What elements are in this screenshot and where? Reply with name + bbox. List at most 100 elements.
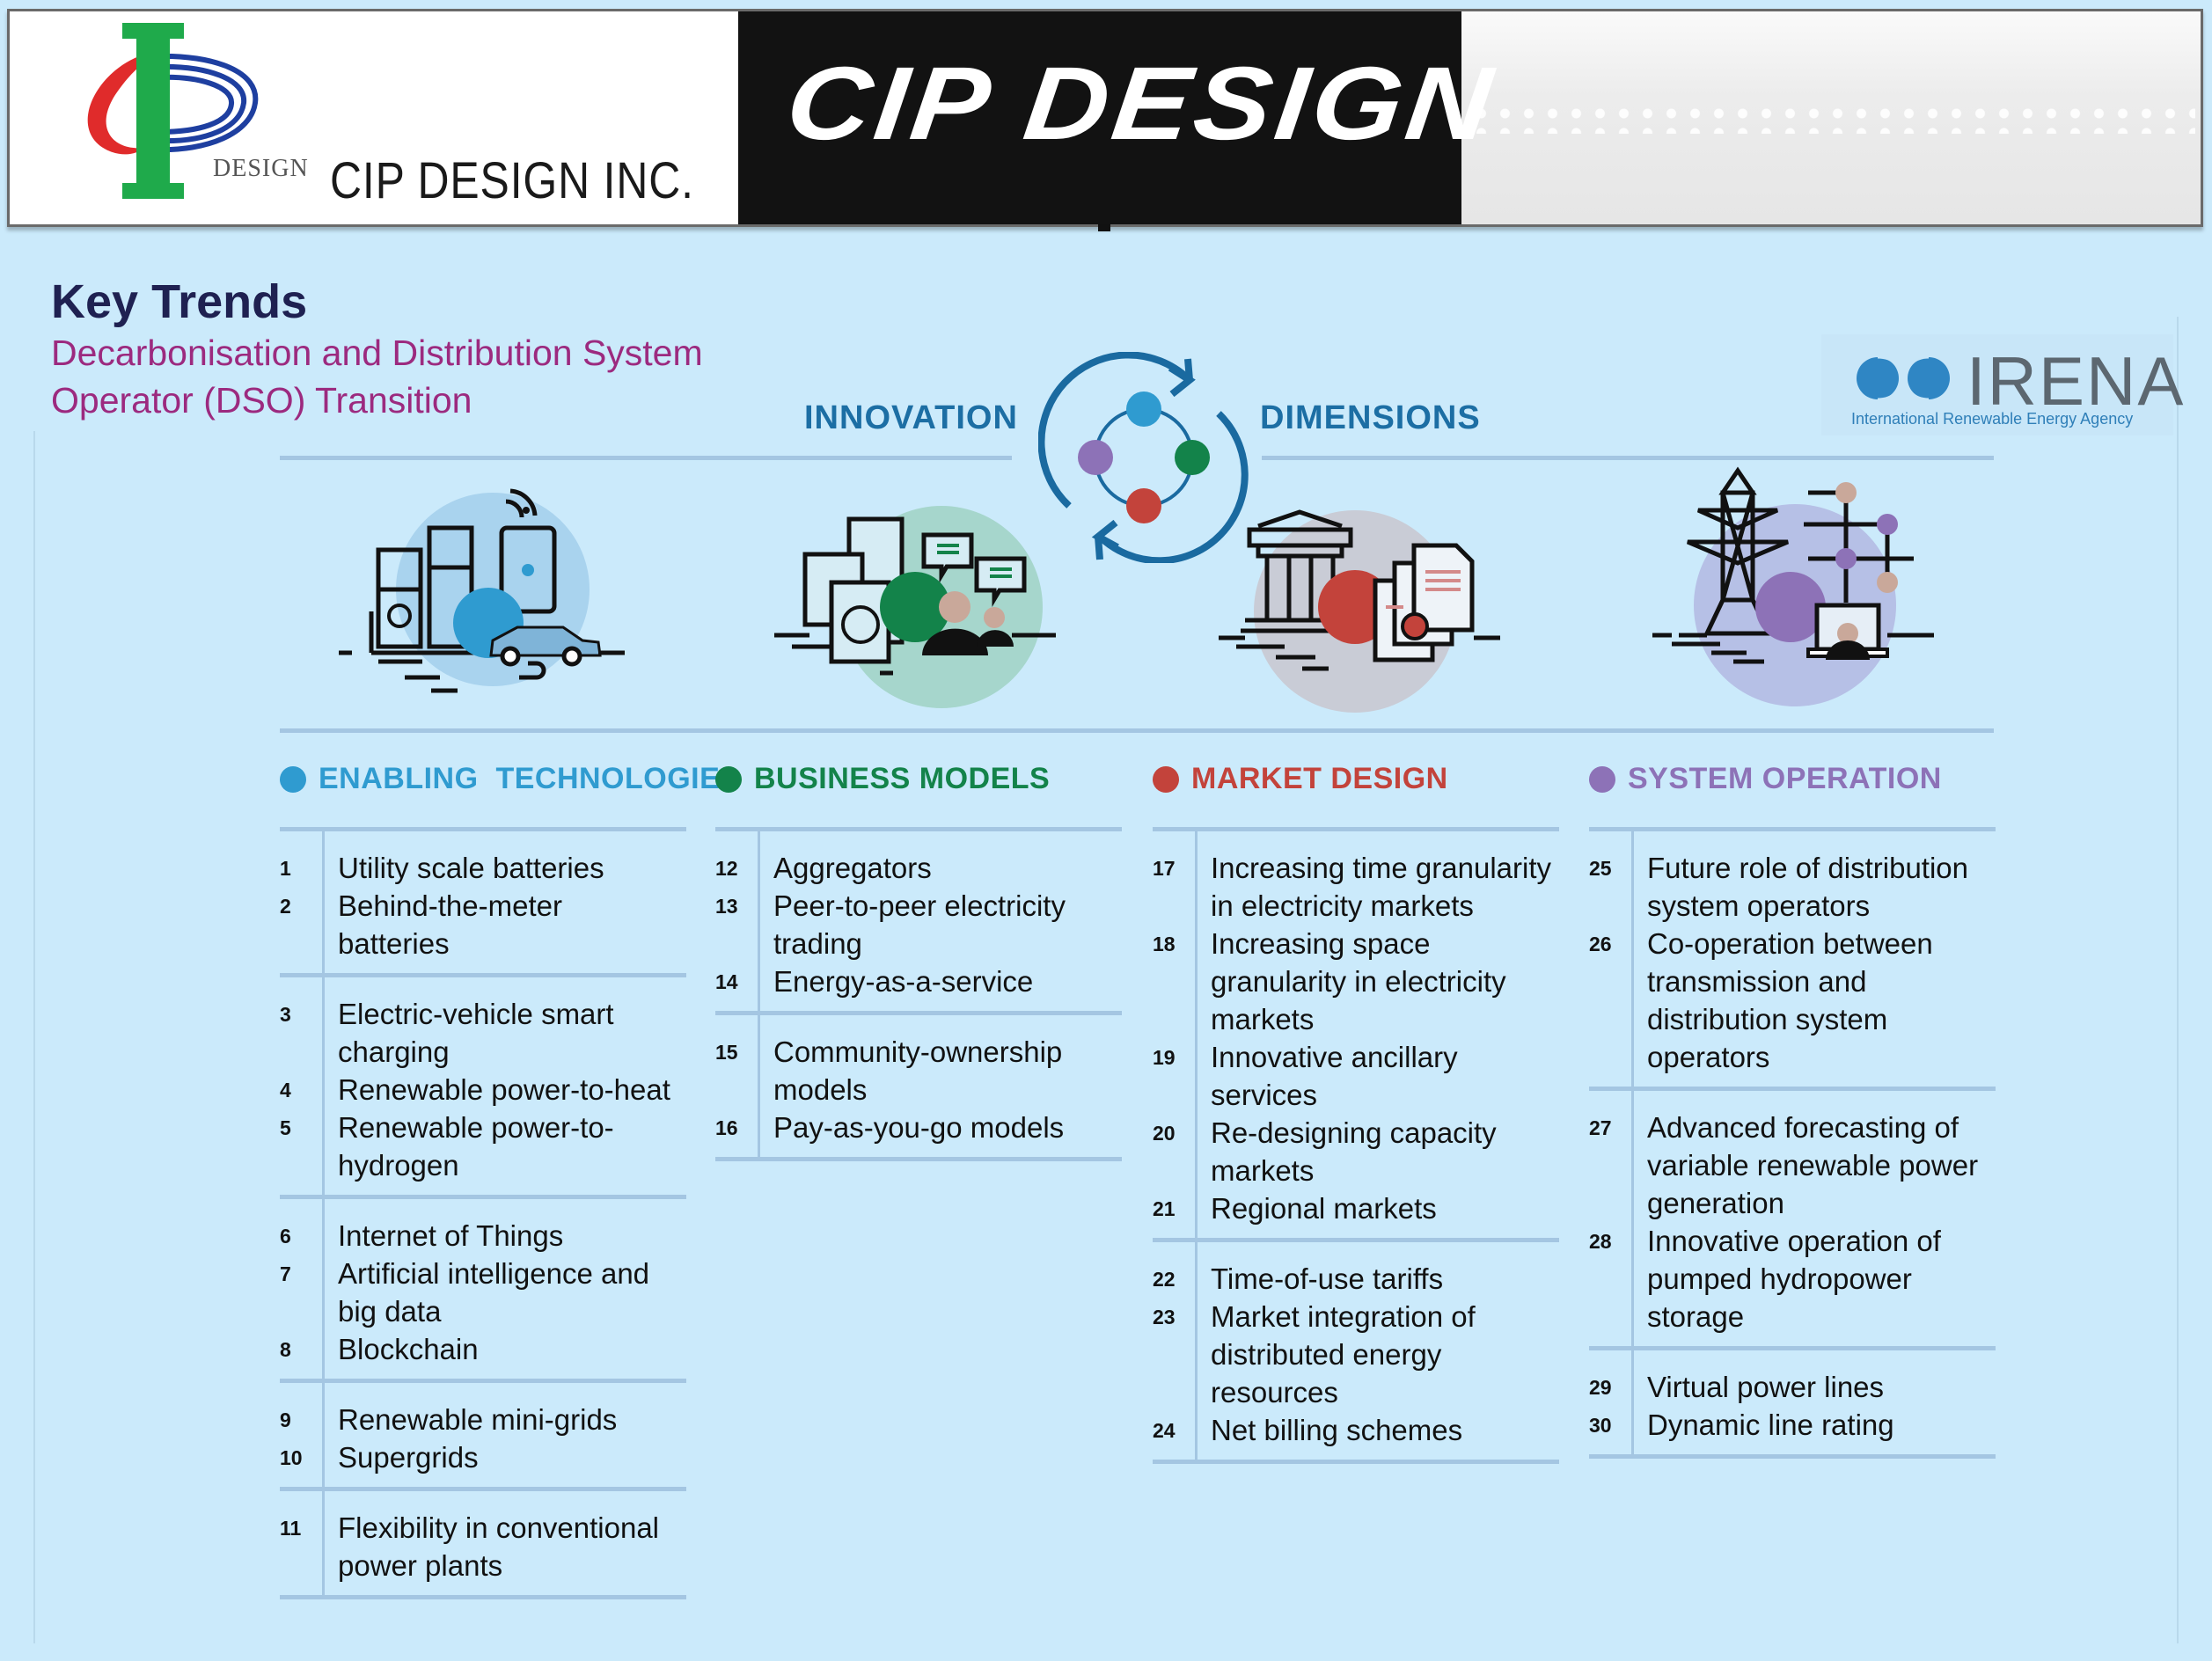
- item-number: 14: [715, 970, 738, 993]
- green-node: [1175, 440, 1210, 475]
- item-text: Artificial intelligence and big data: [338, 1257, 650, 1328]
- list-item: 24 Net billing schemes: [1153, 1411, 1559, 1449]
- irena-globe-icon: [1857, 355, 1950, 401]
- red-node: [1126, 488, 1161, 523]
- page-subtitle: Decarbonisation and Distribution System …: [51, 333, 703, 421]
- column-system-operation: 25 Future role of distribution system ope…: [1589, 827, 1996, 1459]
- dimensions-heading: DIMENSIONS: [1260, 399, 1481, 436]
- list-item: 4 Renewable power-to-heat: [280, 1071, 686, 1109]
- battery-icon: [387, 604, 412, 628]
- list-item: 25 Future role of distribution system ope…: [1589, 849, 1996, 925]
- item-number: 25: [1589, 857, 1612, 880]
- item-text: Electric-vehicle smart charging: [338, 998, 614, 1068]
- item-group: 25 Future role of distribution system ope…: [1589, 827, 1996, 1087]
- item-number: 8: [280, 1338, 291, 1361]
- section-heading-market: MARKET DESIGN: [1153, 762, 1448, 796]
- item-number: 3: [280, 1003, 291, 1026]
- list-item: 21 Regional markets: [1153, 1189, 1559, 1227]
- item-number: 26: [1589, 933, 1612, 955]
- page-title: Key Trends: [51, 275, 308, 328]
- item-number: 4: [280, 1079, 291, 1101]
- item-number: 1: [280, 857, 291, 880]
- section-heading-enabling: ENABLING TECHNOLOGIES: [280, 762, 740, 796]
- innovation-rule: [280, 456, 1012, 460]
- item-text: Increasing time granularity in electrici…: [1211, 852, 1552, 922]
- item-text: Energy-as-a-service: [773, 965, 1034, 998]
- item-text: Blockchain: [338, 1333, 479, 1365]
- item-text: Re-designing capacity markets: [1211, 1116, 1497, 1187]
- enabling-technologies-illustration: [339, 488, 625, 693]
- item-text: Aggregators: [773, 852, 932, 884]
- section-heading-system: SYSTEM OPERATION: [1589, 762, 1942, 796]
- header-brand-panel: [738, 11, 1461, 224]
- item-number: 20: [1153, 1122, 1176, 1145]
- item-number: 28: [1589, 1230, 1612, 1253]
- item-group: 17 Increasing time granularity in electri…: [1153, 827, 1559, 1238]
- header-tick-mark: [1098, 224, 1110, 231]
- item-text: Regional markets: [1211, 1192, 1437, 1225]
- item-text: Supergrids: [338, 1441, 479, 1474]
- item-number: 18: [1153, 933, 1176, 955]
- item-number: 22: [1153, 1268, 1176, 1291]
- item-number: 30: [1589, 1414, 1612, 1437]
- item-text: Renewable power-to-heat: [338, 1073, 670, 1106]
- item-text: Utility scale batteries: [338, 852, 604, 884]
- business-models-illustration: [774, 506, 1056, 708]
- item-text: Future role of distribution system opera…: [1647, 852, 1969, 922]
- item-number: 6: [280, 1225, 291, 1248]
- item-text: Internet of Things: [338, 1219, 564, 1252]
- blue-dot-icon: [280, 765, 306, 793]
- blue-node: [1126, 391, 1161, 427]
- purple-dot-icon: [1589, 765, 1615, 793]
- system-operation-illustration: [1652, 466, 1934, 706]
- list-item: 14 Energy-as-a-service: [715, 962, 1122, 1000]
- item-number: 11: [280, 1517, 302, 1540]
- frame-right-line: [2177, 317, 2179, 1643]
- green-dot-icon: [715, 765, 742, 793]
- list-item: 15 Community-ownership models: [715, 1033, 1122, 1109]
- item-number: 16: [715, 1116, 738, 1139]
- section-label: BUSINESS MODELS: [754, 762, 1051, 795]
- innovation-heading: INNOVATION: [804, 399, 1018, 436]
- item-text: Community-ownership models: [773, 1035, 1063, 1106]
- frame-left-line: [33, 431, 35, 1643]
- list-item: 20 Re-designing capacity markets: [1153, 1114, 1559, 1189]
- purple-node: [1078, 440, 1113, 475]
- header-dot-pattern: [1469, 104, 2195, 134]
- item-number: 21: [1153, 1197, 1176, 1220]
- item-number: 23: [1153, 1306, 1176, 1328]
- logo-design-text: DESIGN: [213, 155, 309, 182]
- item-number: 15: [715, 1041, 738, 1064]
- item-text: Net billing schemes: [1211, 1414, 1463, 1446]
- list-item: 6 Internet of Things: [280, 1217, 686, 1255]
- wifi-icon: [523, 507, 530, 514]
- innovation-cycle-icon: [1038, 352, 1249, 563]
- item-number: 19: [1153, 1046, 1176, 1069]
- item-number: 27: [1589, 1116, 1612, 1139]
- people-icon: [922, 591, 1014, 655]
- item-number: 17: [1153, 857, 1176, 880]
- dimensions-rule: [1262, 456, 1994, 460]
- item-text: Behind-the-meter batteries: [338, 889, 562, 960]
- item-number: 24: [1153, 1419, 1176, 1442]
